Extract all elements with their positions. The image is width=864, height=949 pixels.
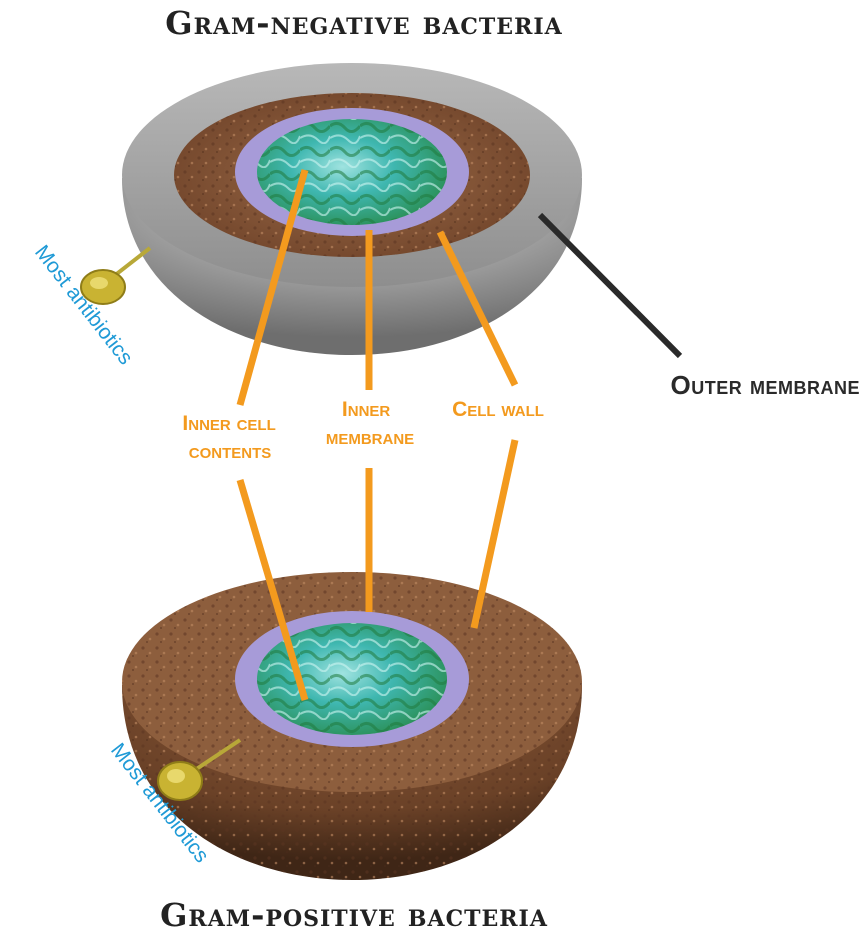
- cytoplasm-texture-bottom: [257, 623, 447, 735]
- antibiotic-pin-bottom-icon: [157, 738, 242, 801]
- outer-membrane-pointer: [537, 212, 683, 359]
- gram-negative-cell: [122, 63, 582, 355]
- cell-wall-label: Cell wall: [452, 398, 544, 421]
- leader-inner-contents-top: [236, 169, 309, 406]
- inner-membrane-label: Inner membrane: [326, 398, 414, 449]
- gram-positive-title: Gram-positive bacteria: [160, 896, 548, 934]
- antibiotics-top-label: Most antibiotics: [30, 241, 137, 369]
- leader-cell-wall-top: [436, 230, 519, 387]
- antibiotic-pin-top-icon: [80, 246, 152, 305]
- cytoplasm-texture-top: [257, 119, 447, 225]
- leader-inner-contents-bottom: [236, 479, 309, 701]
- gram-positive-cell: [122, 572, 582, 880]
- outer-membrane-label: Outer membrane: [671, 370, 860, 400]
- gram-negative-title: Gram-negative bacteria: [165, 4, 563, 42]
- leader-lines: [236, 169, 519, 701]
- inner-cell-contents-label: Inner cell contents: [182, 412, 281, 463]
- leader-cell-wall-bottom: [470, 439, 519, 629]
